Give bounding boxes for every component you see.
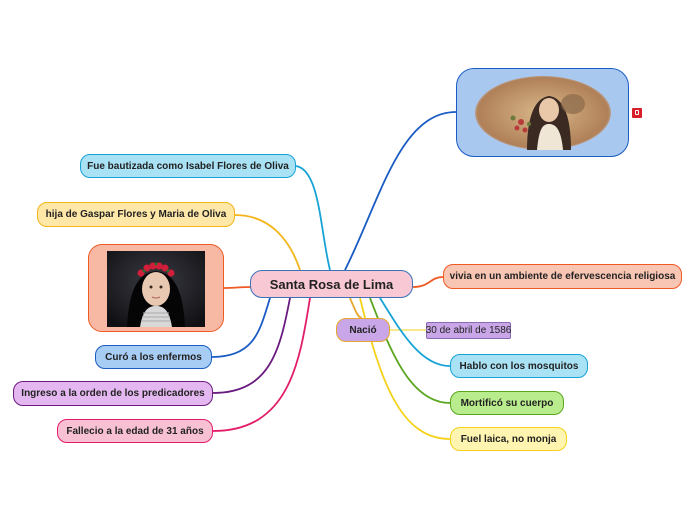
topic-ingreso-label: Ingreso a la orden de los predicadores [21, 388, 205, 399]
topic-nacio[interactable]: Nació [336, 318, 390, 342]
link-hija [234, 214, 301, 271]
topic-vivia-label: vivia en un ambiente de efervescencia re… [449, 271, 676, 282]
link-bautizada [295, 165, 331, 271]
topic-mortifico-label: Mortificó su cuerpo [460, 397, 554, 409]
topic-bautizada[interactable]: Fue bautizada como Isabel Flores de Oliv… [80, 154, 296, 178]
topic-curo[interactable]: Curó a los enfermos [95, 345, 212, 369]
topic-mosquitos-label: Hablo con los mosquitos [459, 360, 579, 372]
painting-santa-rosa[interactable] [456, 68, 629, 157]
link-ingreso [212, 297, 291, 394]
link-mortifico [369, 297, 451, 404]
topic-mortifico[interactable]: Mortificó su cuerpo [450, 391, 564, 415]
topic-mosquitos[interactable]: Hablo con los mosquitos [450, 354, 588, 378]
marker-glyph [635, 110, 639, 115]
portrait-santa-rosa[interactable] [88, 244, 224, 332]
link-painting [344, 111, 457, 271]
topic-date-label: 30 de abril de 1586 [425, 325, 512, 336]
topic-fallecio[interactable]: Fallecio a la edad de 31 años [57, 419, 213, 443]
central-topic[interactable]: Santa Rosa de Lima [250, 270, 413, 298]
topic-laica-label: Fuel laica, no monja [460, 433, 557, 445]
topic-date[interactable]: 30 de abril de 1586 [426, 322, 511, 339]
link-mosquitos [379, 297, 451, 367]
topic-hija[interactable]: hija de Gaspar Flores y Maria de Oliva [37, 202, 235, 227]
topic-curo-label: Curó a los enfermos [105, 351, 202, 363]
topic-fallecio-label: Fallecio a la edad de 31 años [66, 425, 204, 437]
topic-bautizada-label: Fue bautizada como Isabel Flores de Oliv… [87, 160, 289, 172]
topic-ingreso[interactable]: Ingreso a la orden de los predicadores [13, 381, 213, 406]
link-vivia [412, 276, 444, 288]
painting-image [475, 76, 611, 150]
link-nacio [349, 297, 363, 319]
central-topic-label: Santa Rosa de Lima [269, 276, 394, 292]
link-fallecio [212, 297, 311, 432]
topic-laica[interactable]: Fuel laica, no monja [450, 427, 567, 451]
portrait-image [107, 251, 205, 327]
topic-nacio-label: Nació [349, 324, 377, 336]
topic-vivia[interactable]: vivia en un ambiente de efervescencia re… [443, 264, 682, 289]
topic-hija-label: hija de Gaspar Flores y Maria de Oliva [45, 209, 227, 220]
link-curo [211, 297, 271, 358]
link-portrait [223, 286, 253, 289]
red-marker-icon[interactable] [632, 108, 642, 118]
